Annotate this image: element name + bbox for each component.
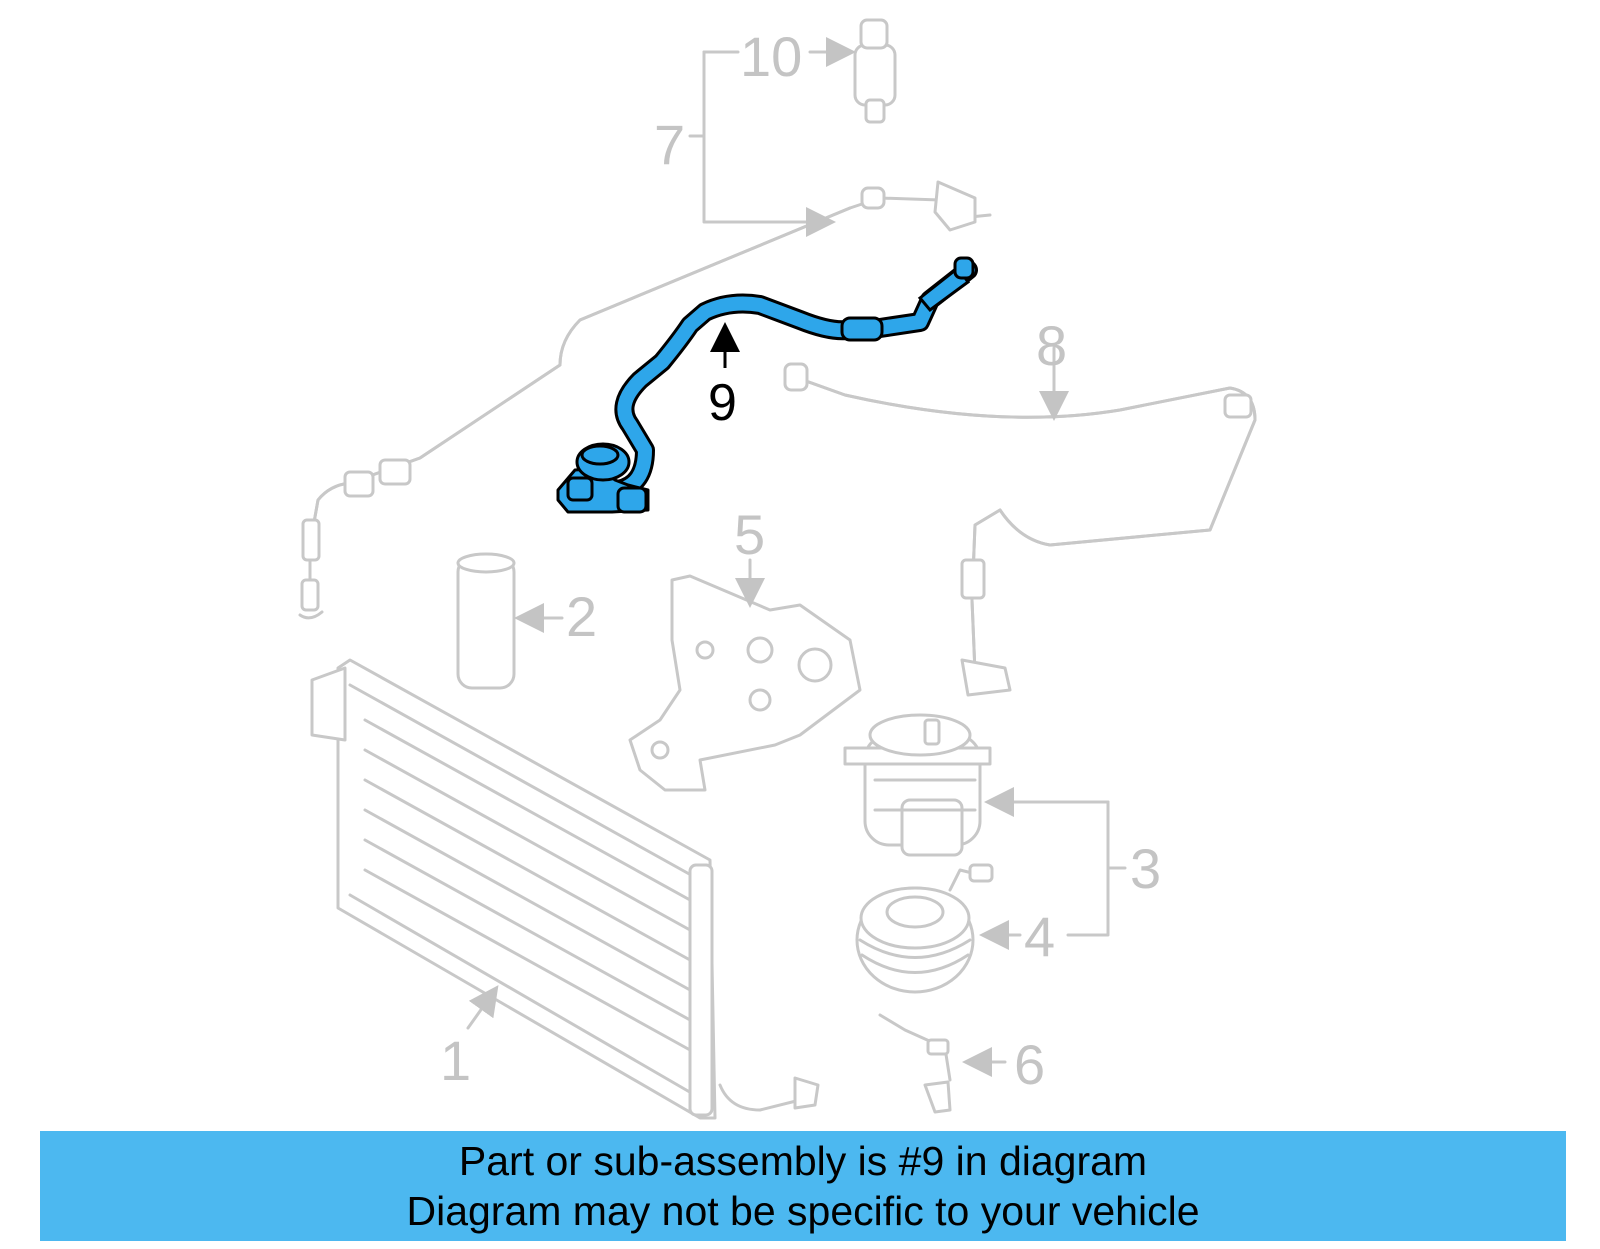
part-3-compressor — [843, 713, 992, 857]
part-9-highlighted-hose — [556, 256, 978, 514]
callout-4: 4 — [1024, 905, 1055, 968]
callout-7-10-bracket — [688, 37, 856, 237]
callout-9: 9 — [708, 374, 737, 432]
part-2-receiver-drier — [456, 552, 516, 690]
part-1-condenser — [310, 658, 820, 1120]
info-banner: Part or sub-assembly is #9 in diagram Di… — [40, 1131, 1566, 1241]
callout-3-4-bracket — [979, 787, 1127, 950]
callout-8: 8 — [1036, 314, 1067, 377]
callout-2: 2 — [566, 585, 597, 648]
part-10-pressure-switch — [853, 18, 897, 124]
part-7-liquid-line — [298, 180, 992, 620]
part-4-clutch — [855, 863, 994, 994]
callout-5: 5 — [734, 503, 765, 566]
banner-line-2: Diagram may not be specific to your vehi… — [406, 1188, 1200, 1234]
callout-3: 3 — [1130, 837, 1161, 900]
callout-6: 6 — [1014, 1033, 1045, 1096]
banner-line-1: Part or sub-assembly is #9 in diagram — [458, 1138, 1148, 1184]
callout-10: 10 — [740, 25, 802, 88]
callout-1: 1 — [440, 1029, 471, 1092]
part-8-suction-hose — [783, 362, 1257, 697]
part-6-sensor — [878, 1013, 952, 1114]
part-5-bracket — [628, 574, 862, 792]
callout-7: 7 — [654, 113, 685, 176]
